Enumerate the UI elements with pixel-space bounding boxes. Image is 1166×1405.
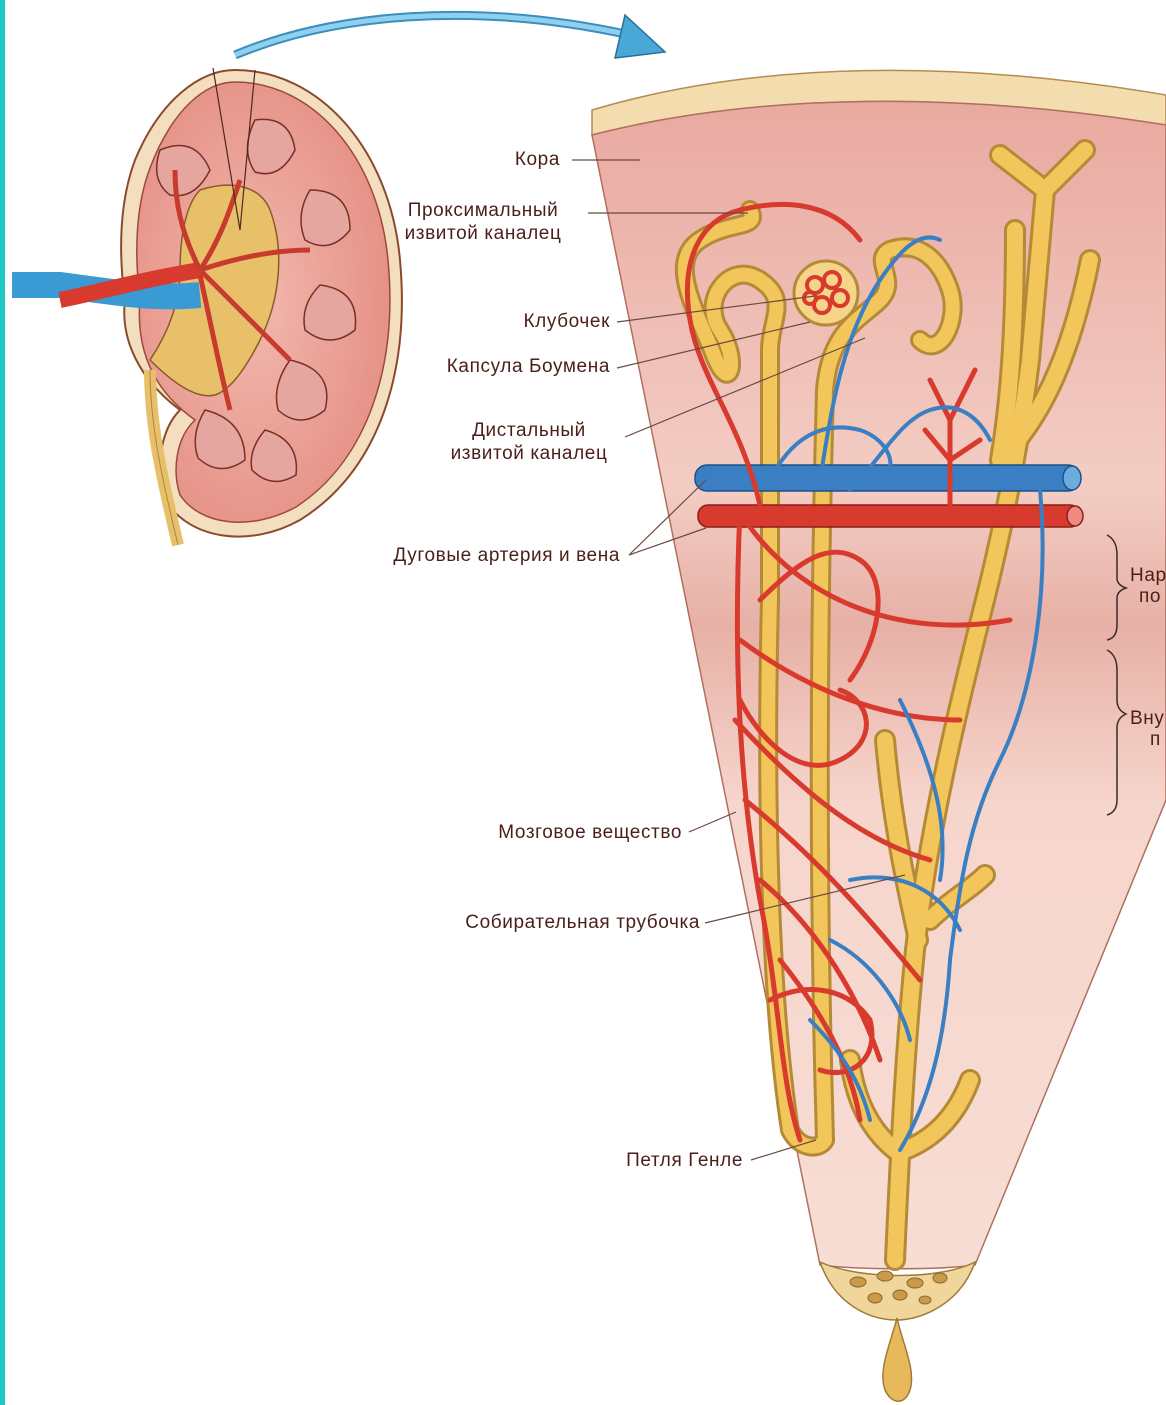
label-medulla: Мозговое вещество <box>420 822 682 844</box>
label-proximal-tubule-line2: извитой каналец <box>378 223 588 245</box>
zoom-arrow <box>235 15 665 58</box>
label-bowman-capsule: Капсула Боумена <box>390 356 610 378</box>
label-loop-of-henle: Петля Генле <box>560 1150 743 1172</box>
label-outer-zone-line1: Нар <box>1130 565 1166 587</box>
kidney-overview <box>12 68 402 545</box>
glomerulus <box>794 261 858 325</box>
label-inner-zone-line1: Вну <box>1130 708 1164 730</box>
label-glomerulus: Клубочек <box>440 311 610 333</box>
label-arcuate-vessels: Дуговые артерия и вена <box>320 545 620 567</box>
label-inner-zone-line2: п <box>1150 729 1161 751</box>
urine-drop <box>883 1318 912 1401</box>
label-collecting-duct: Собирательная трубочка <box>400 912 700 934</box>
label-outer-zone-line2: по <box>1139 586 1161 608</box>
label-cortex: Кора <box>440 149 560 171</box>
label-proximal-tubule-line1: Проксимальный <box>378 200 588 222</box>
arcuate-artery <box>698 505 1080 527</box>
label-distal-tubule-line2: извитой каналец <box>424 443 634 465</box>
label-distal-tubule-line1: Дистальный <box>424 420 634 442</box>
